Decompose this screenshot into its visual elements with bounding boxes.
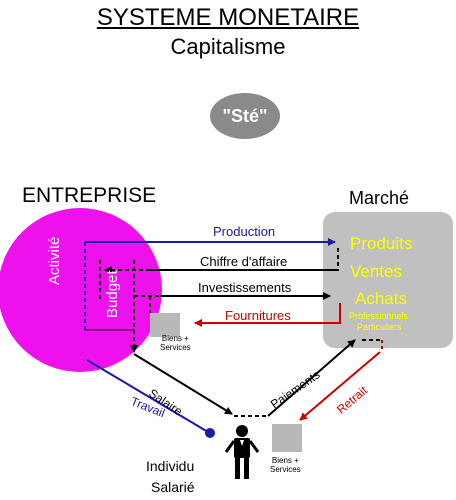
entreprise-label: ENTREPRISE xyxy=(22,184,157,207)
biens-line1: Biens + xyxy=(271,456,299,465)
biens-line2: Services xyxy=(160,343,191,352)
retrait-arrow xyxy=(299,351,381,421)
page-title: SYSTEME MONETAIRE xyxy=(96,4,360,31)
marche-box xyxy=(323,212,453,348)
biens-line2: Services xyxy=(270,465,301,474)
person-icon xyxy=(224,425,260,479)
marche-label: Marché xyxy=(349,188,410,208)
biens-box-individu xyxy=(272,424,302,452)
biens-box-entreprise xyxy=(150,313,180,337)
particuliers-label: Particuliers xyxy=(357,322,402,332)
production-label: Production xyxy=(213,224,276,239)
produits-label: Produits xyxy=(350,234,413,253)
fournitures-label: Fournitures xyxy=(225,308,291,323)
professionnels-label: Professionnels xyxy=(349,311,409,321)
salaire-arrow xyxy=(133,353,233,415)
ste-badge: "Sté" xyxy=(210,93,280,139)
salarie-label: Salarié xyxy=(151,479,195,495)
fournitures-arrow xyxy=(194,303,341,327)
travail-line xyxy=(86,359,209,433)
investissements-label: Investissements xyxy=(198,280,292,295)
biens-services-individu: Biens + Services xyxy=(270,456,301,474)
individu-label: Individu xyxy=(146,458,195,474)
activite-label: Activité xyxy=(46,236,63,285)
achats-label: Achats xyxy=(355,289,407,308)
ventes-label: Ventes xyxy=(350,262,402,281)
budget-label: Budget xyxy=(104,270,121,318)
chiffre-affaire-label: Chiffre d'affaire xyxy=(200,254,288,269)
paiements-arrow xyxy=(267,339,356,417)
page-subtitle: Capitalisme xyxy=(170,34,286,59)
entreprise-circle xyxy=(0,208,162,372)
biens-services-entreprise: Biens + Services xyxy=(160,334,191,352)
biens-line1: Biens + xyxy=(161,334,189,343)
travail-dot xyxy=(205,428,215,438)
